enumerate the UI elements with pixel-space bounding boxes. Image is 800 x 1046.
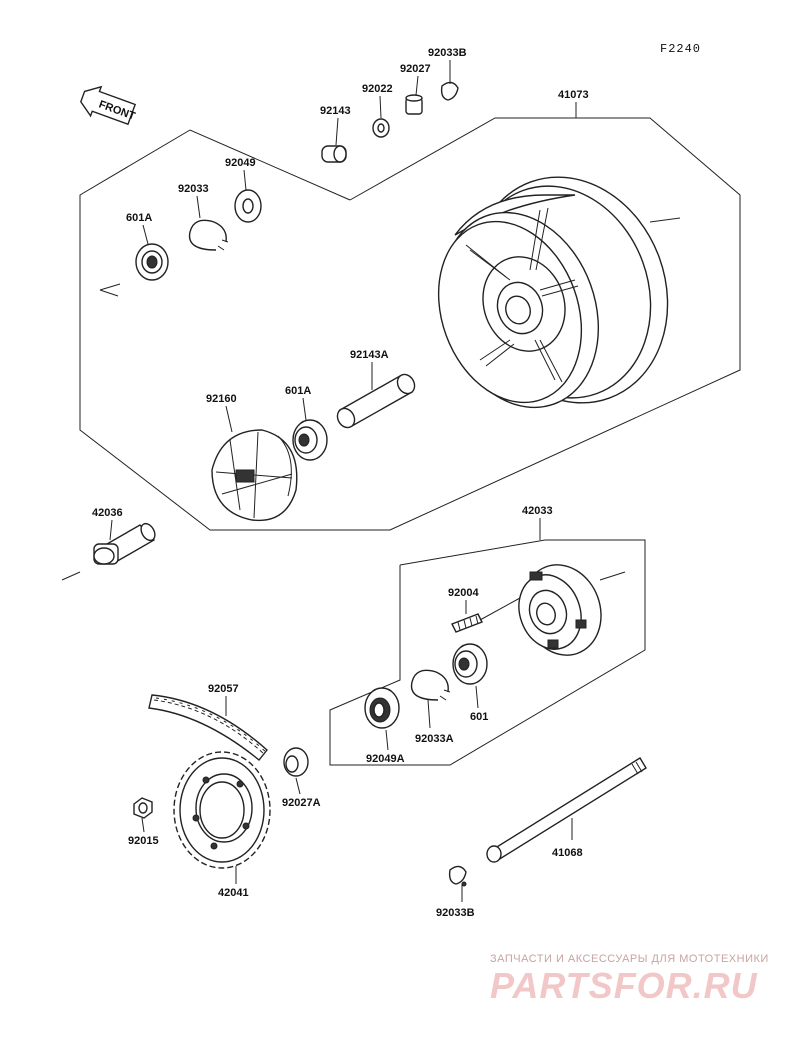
diagram-code: F2240	[660, 42, 701, 56]
washer-92049	[234, 189, 262, 223]
leader-92049a	[385, 729, 389, 751]
label-41068: 41068	[552, 847, 583, 859]
guide-line	[99, 283, 121, 291]
circlip-92033	[188, 219, 229, 251]
leader-601	[475, 685, 479, 709]
label-92033b-top: 92033B	[428, 47, 467, 59]
leader-92160	[225, 405, 233, 433]
leader-92015	[141, 817, 145, 833]
sprocket-carrier-42033	[518, 564, 602, 656]
circlip-92033b-bottom	[448, 865, 467, 887]
label-92049: 92049	[225, 157, 256, 169]
leader-42036	[109, 519, 113, 541]
label-92033b-bottom: 92033B	[436, 907, 475, 919]
leader-92033	[196, 195, 201, 219]
label-92143a: 92143A	[350, 349, 389, 361]
label-92022: 92022	[362, 83, 393, 95]
nut-92015	[133, 797, 153, 819]
collar-42036	[93, 522, 156, 565]
wheel-41073	[437, 176, 669, 409]
leader-92143	[335, 117, 339, 146]
leader-601a-mid	[302, 397, 307, 421]
sprocket-42041	[173, 751, 271, 869]
label-92033a: 92033A	[415, 733, 454, 745]
label-601a-top: 601A	[126, 212, 152, 224]
bearing-601a-top	[135, 243, 169, 281]
seal-92049a	[364, 687, 400, 729]
bearing-601a-mid	[292, 419, 328, 461]
collar-92143	[321, 145, 347, 163]
label-41073: 41073	[558, 89, 589, 101]
circlip-92033b-top	[440, 81, 459, 101]
chain-92057	[148, 694, 268, 761]
watermark-tagline: ЗАПЧАСТИ И АКСЕССУАРЫ ДЛЯ МОТОТЕХНИКИ	[490, 953, 769, 965]
label-92015: 92015	[128, 835, 159, 847]
circlip-92033a	[410, 669, 451, 701]
leader-92027a	[295, 777, 301, 795]
hub-group-outline	[329, 539, 646, 766]
collar-92027a	[283, 747, 309, 777]
spacer-92143a	[336, 373, 416, 429]
washer-92022	[372, 118, 390, 138]
damper-92160	[211, 429, 298, 522]
wheel-group-outline	[79, 117, 741, 531]
label-601a-mid: 601A	[285, 385, 311, 397]
label-42033: 42033	[522, 505, 553, 517]
leader-92033a	[427, 699, 431, 729]
leader-92004-part	[479, 597, 521, 621]
label-92033: 92033	[178, 183, 209, 195]
label-42041: 42041	[218, 887, 249, 899]
label-601: 601	[470, 711, 488, 723]
label-92143: 92143	[320, 105, 351, 117]
guide-line	[599, 571, 626, 581]
guide-line	[99, 289, 119, 297]
bearing-601	[452, 643, 488, 685]
leader-92049	[243, 169, 247, 191]
label-92049a: 92049A	[366, 753, 405, 765]
leader-92027	[415, 75, 419, 96]
guide-line	[649, 217, 681, 223]
front-arrow-icon: FRONT	[80, 85, 137, 126]
label-92027: 92027	[400, 63, 431, 75]
label-42036: 42036	[92, 507, 123, 519]
label-92057: 92057	[208, 683, 239, 695]
leader-92022	[379, 95, 382, 119]
watermark-brand: PARTSFOR.RU	[490, 965, 758, 1006]
label-92160: 92160	[206, 393, 237, 405]
collar-92027	[405, 94, 423, 115]
guide-line	[61, 571, 81, 581]
label-92004: 92004	[448, 587, 479, 599]
label-92027a: 92027A	[282, 797, 321, 809]
axle-41068	[486, 757, 647, 863]
leader-601a-top	[142, 224, 149, 245]
stud-92004	[451, 613, 483, 633]
